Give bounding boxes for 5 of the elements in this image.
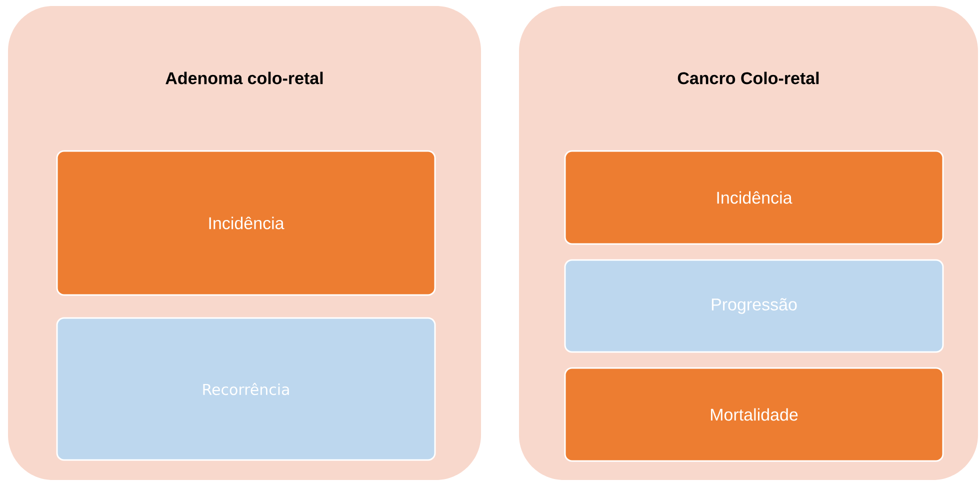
category-box: Incidência (564, 150, 944, 245)
category-box: Mortalidade (564, 367, 944, 462)
category-box: Recorrência (56, 317, 436, 461)
category-box: Progressão (564, 259, 944, 353)
category-box: Incidência (56, 150, 436, 296)
